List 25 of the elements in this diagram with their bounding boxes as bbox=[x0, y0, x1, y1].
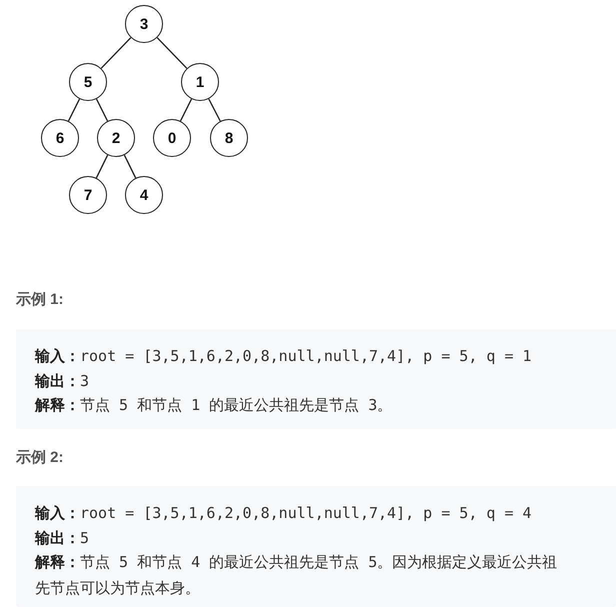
text-line: 输入：root = [3,5,1,6,2,0,8,null,null,7,4], p = 5, q = 4 bbox=[35, 503, 533, 524]
tree-node: 4 bbox=[125, 176, 163, 214]
text-line: 输入：root = [3,5,1,6,2,0,8,null,null,7,4], p = 5, q = 1 bbox=[35, 346, 533, 367]
edge-line bbox=[100, 37, 132, 69]
edge-line bbox=[96, 154, 108, 178]
example-heading: 示例 2: bbox=[16, 449, 64, 467]
edge-line bbox=[124, 154, 136, 178]
text-line: 输出：3 bbox=[35, 370, 90, 392]
tree-node: 5 bbox=[69, 63, 107, 101]
tree-node: 6 bbox=[41, 119, 79, 157]
text-line: 输出：5 bbox=[35, 528, 90, 548]
example-heading: 示例 1: bbox=[16, 291, 64, 309]
tree-node: 8 bbox=[210, 119, 248, 157]
edge-line bbox=[96, 98, 108, 122]
edge-line bbox=[68, 98, 80, 122]
tree-node: 2 bbox=[97, 119, 135, 157]
edge-line bbox=[208, 98, 221, 122]
edge-line bbox=[180, 98, 192, 122]
tree-node: 7 bbox=[69, 176, 107, 214]
text-line: 解释：节点 5 和节点 1 的最近公共祖先是节点 3。 bbox=[35, 395, 394, 416]
tree-node: 0 bbox=[153, 119, 191, 157]
tree-node: 3 bbox=[125, 5, 163, 43]
text-line: 解释：节点 5 和节点 4 的最近公共祖先是节点 5。因为根据定义最近公共祖先节点可以为节点本身。 bbox=[35, 552, 558, 598]
edge-line bbox=[156, 37, 188, 69]
tree-node: 1 bbox=[181, 63, 219, 101]
